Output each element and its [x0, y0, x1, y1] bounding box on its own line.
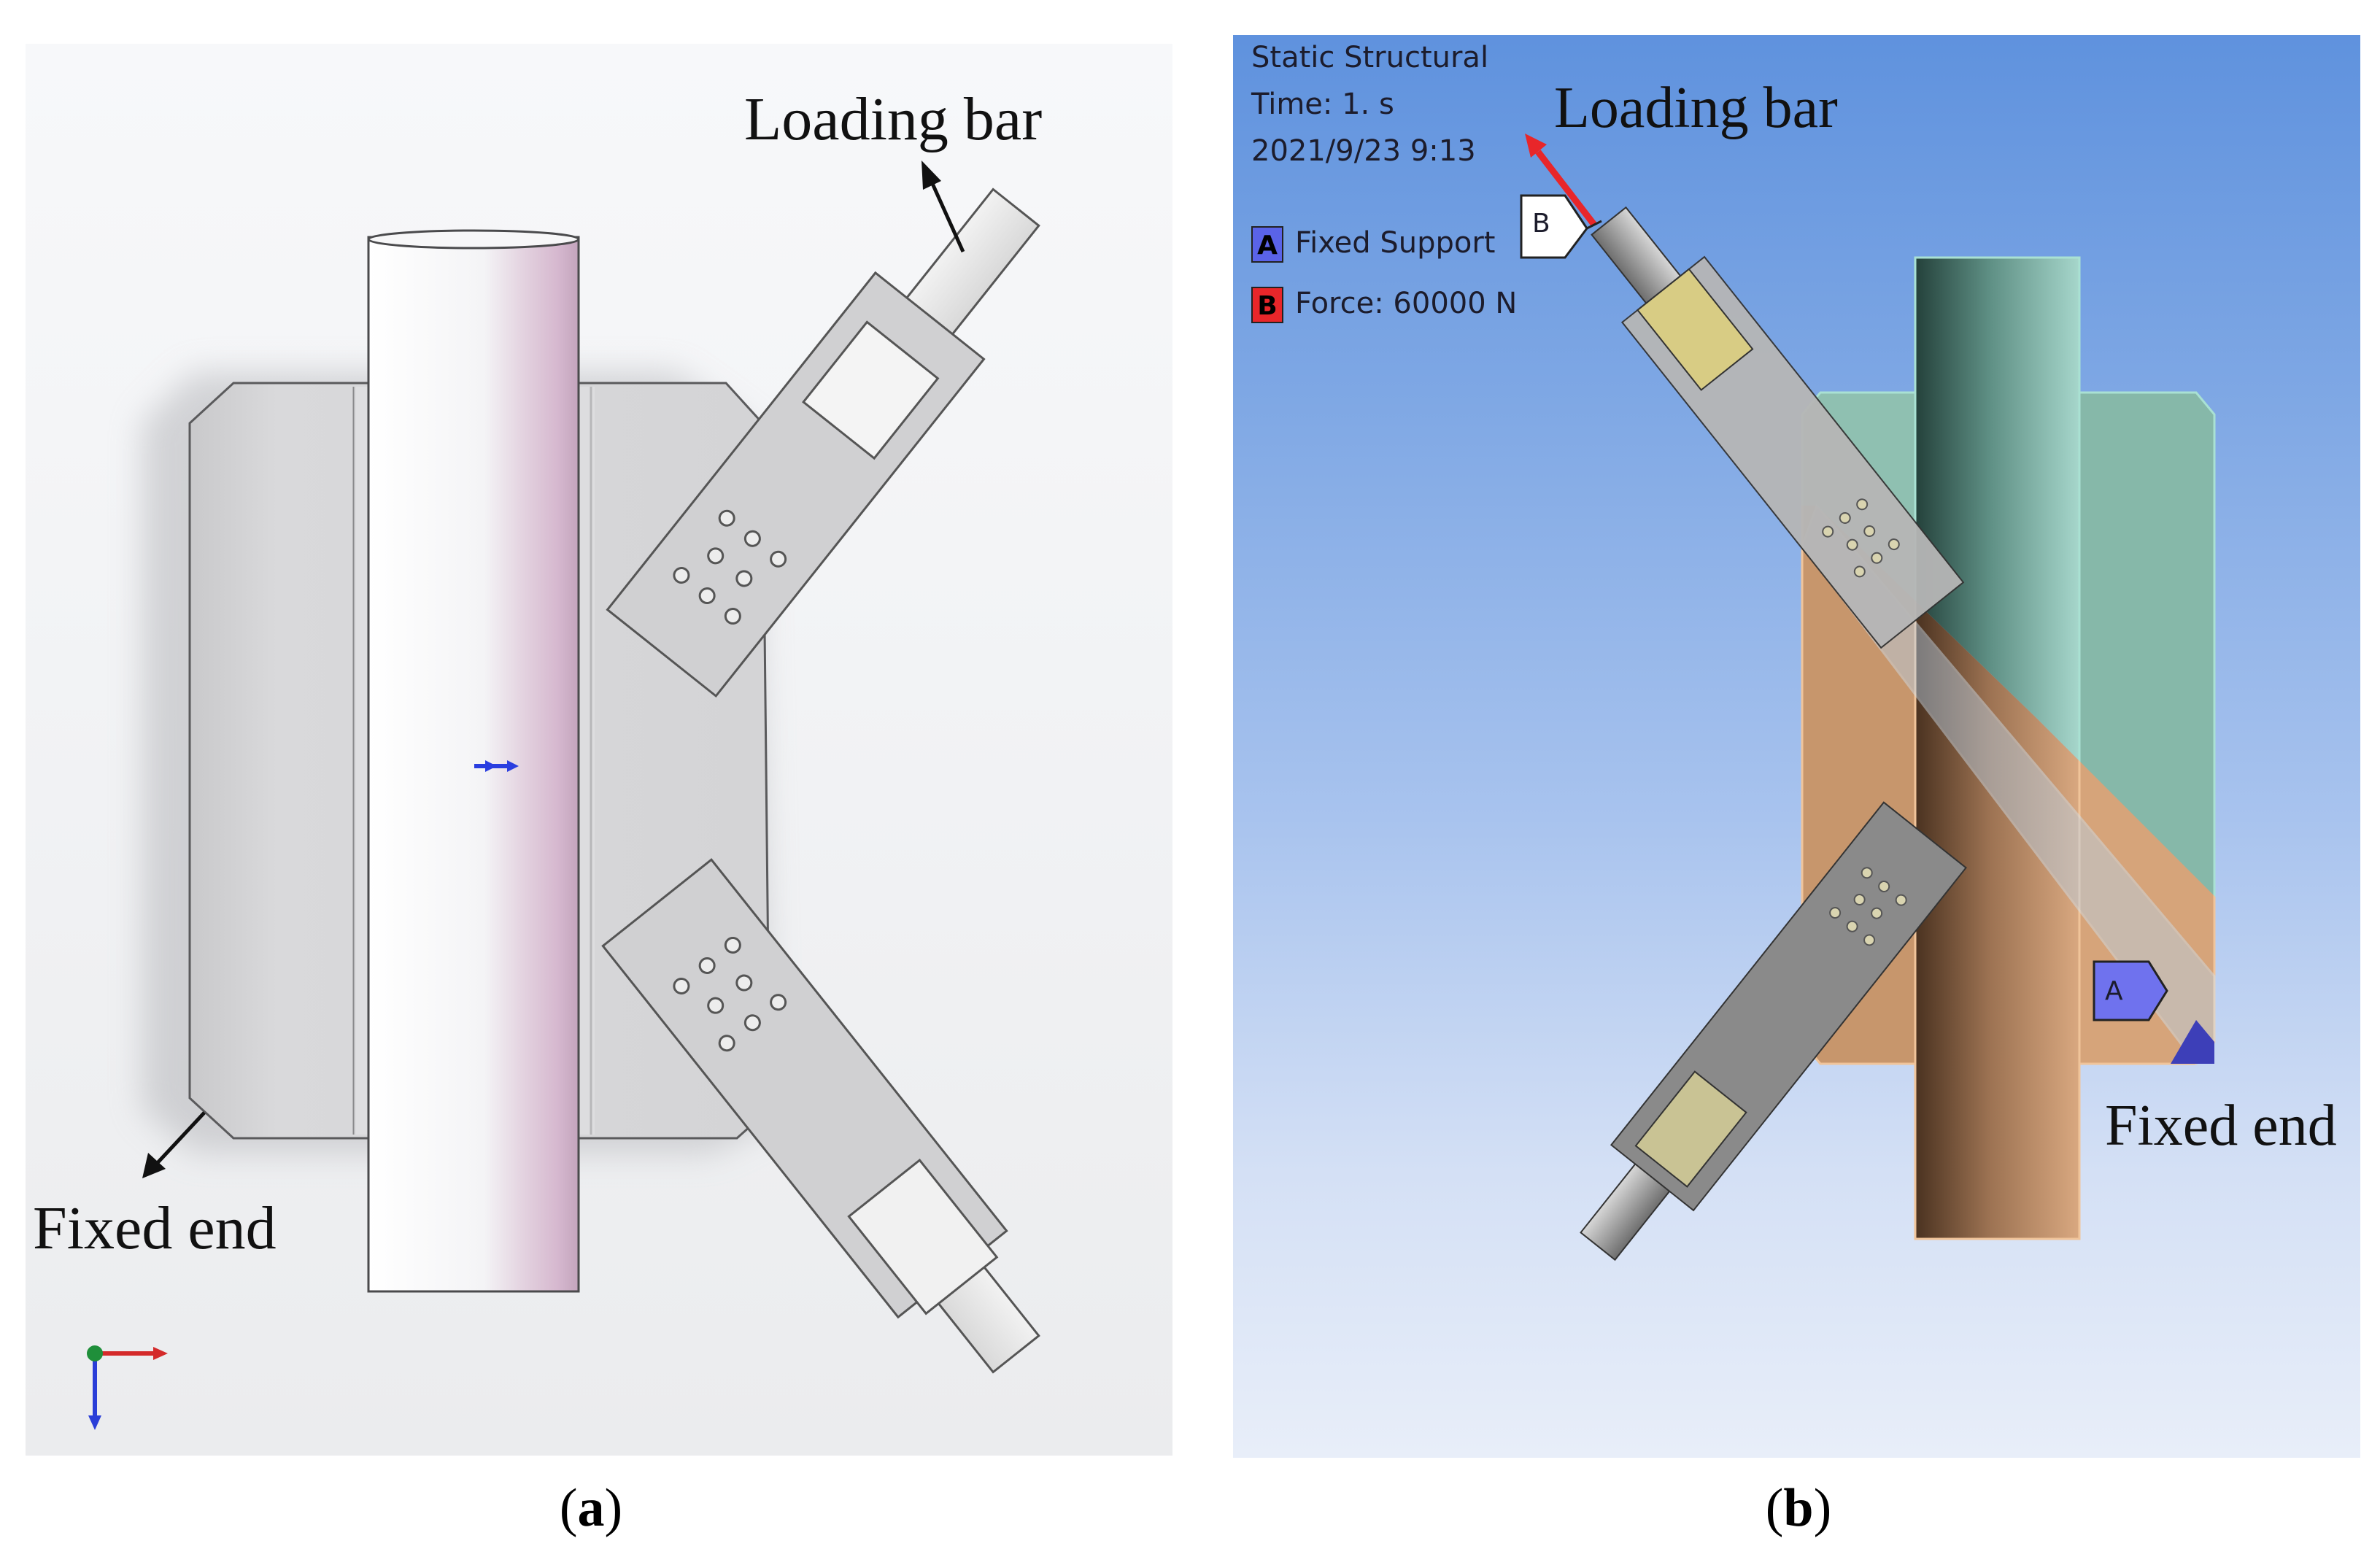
loading-bar-label: Loading bar — [744, 85, 1043, 153]
caption-b: (b) — [1765, 1478, 1832, 1538]
analysis-type: Static Structural — [1251, 41, 1489, 74]
fixed-end-arrow — [142, 1111, 206, 1178]
fixed-end-label: Fixed end — [33, 1194, 277, 1262]
bolt-holes — [673, 509, 787, 625]
loading-bar-arrow — [922, 161, 965, 253]
timestamp: 2021/9/23 9:13 — [1251, 134, 1476, 168]
upper-loading-bar — [606, 188, 1040, 698]
caption-b-letter: b — [1783, 1478, 1814, 1538]
fixed-support-face — [2171, 1020, 2214, 1064]
triad-axes-icon — [87, 1345, 168, 1430]
fixed-end-label: Fixed end — [2105, 1094, 2337, 1158]
cad-model-drawing — [87, 161, 1040, 1430]
lower-loading-bar — [1580, 801, 1967, 1262]
central-tube — [367, 229, 580, 1293]
legend-a-label: Fixed Support — [1295, 226, 1496, 260]
legend-b-label: Force: 60000 N — [1295, 287, 1518, 320]
fea-model-drawing — [1520, 134, 2216, 1262]
force-arrow-icon — [1525, 134, 1597, 227]
force-marker-callout — [1520, 194, 1602, 259]
legend-a-badge: A — [1251, 226, 1283, 263]
panel-b-fea-view: Static Structural Time: 1. s 2021/9/23 9… — [1233, 35, 2360, 1458]
support-marker-callout — [2093, 960, 2168, 1021]
time-value: Time: 1. s — [1251, 88, 1394, 121]
legend-b-badge: B — [1251, 287, 1283, 323]
lower-loading-bar — [601, 858, 1040, 1374]
origin-arrow-icon — [474, 760, 519, 772]
marker-a-letter: A — [2105, 976, 2123, 1006]
loading-bar-label: Loading bar — [1554, 76, 1838, 140]
caption-a-letter: a — [577, 1478, 605, 1538]
caption-a: (a) — [559, 1478, 623, 1538]
panel-a-cad-view: Loading bar Fixed end — [26, 44, 1172, 1456]
marker-b-letter: B — [1532, 209, 1550, 239]
upper-loading-bar — [1591, 206, 1965, 649]
